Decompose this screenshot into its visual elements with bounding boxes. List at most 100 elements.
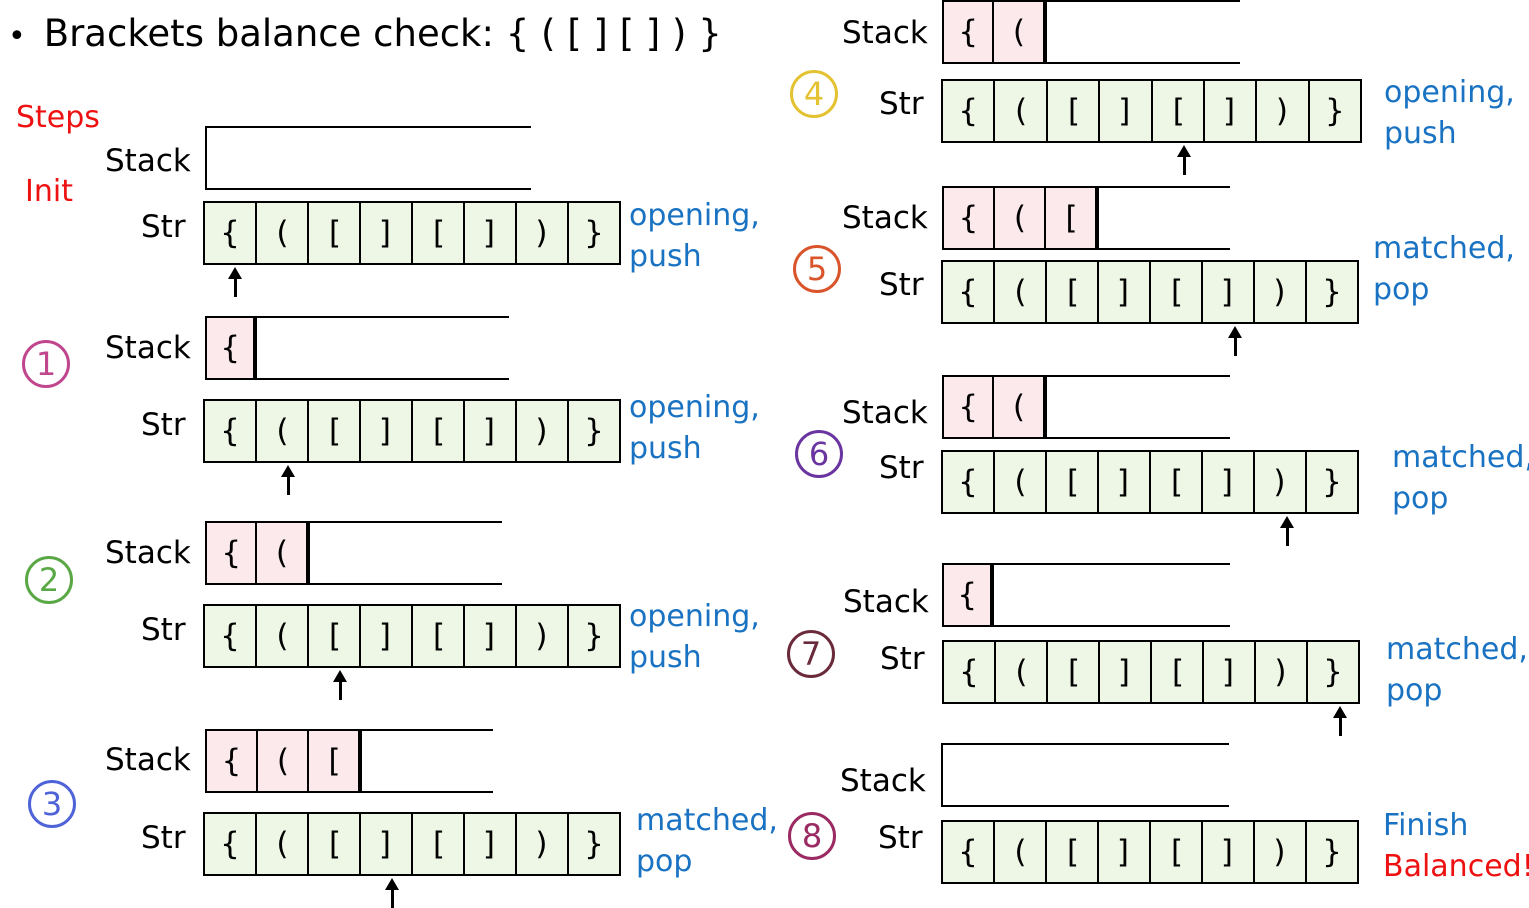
steps-label: Steps xyxy=(16,100,100,135)
string-cell: [ xyxy=(413,401,465,461)
string-cell: [ xyxy=(413,814,465,874)
step-marker: 6 xyxy=(795,430,843,478)
str-label: Str xyxy=(141,612,186,648)
string-array: {([][])} xyxy=(941,820,1359,884)
pointer-arrow xyxy=(385,878,400,908)
page-title: • Brackets balance check: { ( [ ] [ ] ) } xyxy=(8,12,722,55)
string-cell: } xyxy=(569,814,619,874)
stack-frame xyxy=(205,316,509,380)
string-cell: { xyxy=(205,203,257,263)
note-line: pop xyxy=(1386,673,1443,708)
stack-frame xyxy=(942,563,1230,627)
string-array: {([][])} xyxy=(203,812,621,876)
stack-frame xyxy=(942,186,1230,250)
stack-label: Stack xyxy=(842,15,928,51)
stack-cell: [ xyxy=(308,731,360,791)
string-cell: { xyxy=(205,814,257,874)
string-cell: [ xyxy=(309,606,361,666)
string-cell: ] xyxy=(1099,262,1151,322)
string-cell: [ xyxy=(1151,822,1203,882)
pointer-arrow xyxy=(1333,706,1348,736)
string-cell: ) xyxy=(517,401,569,461)
pointer-arrow xyxy=(228,267,243,297)
stack-frame xyxy=(205,126,531,190)
step-marker: 5 xyxy=(793,245,841,293)
str-label: Str xyxy=(879,86,924,122)
note-line: push xyxy=(629,431,702,466)
string-cell: ] xyxy=(1100,81,1153,141)
string-array: {([][])} xyxy=(941,79,1362,143)
string-cell: [ xyxy=(1047,452,1099,512)
step-marker: 7 xyxy=(787,630,835,678)
note-line: matched, xyxy=(1373,231,1515,266)
stack-cell: ( xyxy=(994,188,1046,248)
string-cell: [ xyxy=(1047,822,1099,882)
pointer-arrow xyxy=(332,670,347,700)
string-cell: { xyxy=(944,642,996,702)
string-cell: } xyxy=(569,401,619,461)
stack-frame xyxy=(941,743,1229,807)
string-cell: { xyxy=(205,401,257,461)
string-cell: [ xyxy=(413,203,465,263)
string-array: {([][])} xyxy=(203,399,621,463)
note-line: matched, xyxy=(1392,440,1529,475)
pointer-arrow xyxy=(1177,145,1192,175)
string-cell: ] xyxy=(1100,642,1152,702)
step-marker: 1 xyxy=(22,340,70,388)
string-array: {([][])} xyxy=(203,604,621,668)
string-cell: ( xyxy=(995,822,1047,882)
string-array: {([][])} xyxy=(941,260,1359,324)
init-label: Init xyxy=(25,174,73,209)
stack-cell: ( xyxy=(257,523,308,583)
pointer-arrow xyxy=(1279,516,1294,546)
string-cell: [ xyxy=(309,203,361,263)
stack-cell: ( xyxy=(257,731,309,791)
string-cell: [ xyxy=(1151,262,1203,322)
string-cell: { xyxy=(943,822,995,882)
string-cell: ] xyxy=(1203,262,1255,322)
stack-label: Stack xyxy=(842,395,928,431)
note-line: pop xyxy=(1392,481,1449,516)
string-cell: ] xyxy=(1203,452,1255,512)
string-cell: [ xyxy=(1047,81,1101,141)
note-line: push xyxy=(1384,116,1457,151)
title-bullet: • xyxy=(8,19,26,54)
string-array: {([][])} xyxy=(203,201,621,265)
string-cell: ( xyxy=(257,814,309,874)
note-line: push xyxy=(629,239,702,274)
stack-contents: {( xyxy=(205,523,310,583)
string-cell: { xyxy=(943,81,996,141)
string-cell: ) xyxy=(517,203,569,263)
string-cell: ] xyxy=(361,401,413,461)
step-marker: 4 xyxy=(790,70,838,118)
string-cell: ] xyxy=(1203,822,1255,882)
step-note: matched,pop xyxy=(1386,629,1528,711)
note-line: Finish xyxy=(1383,808,1469,843)
string-cell: ] xyxy=(465,401,517,461)
string-cell: ) xyxy=(517,606,569,666)
string-cell: { xyxy=(205,606,257,666)
string-cell: [ xyxy=(1048,642,1100,702)
step-marker: 3 xyxy=(28,780,76,828)
string-cell: } xyxy=(1307,452,1357,512)
title-text: Brackets balance check: { ( [ ] [ ] ) } xyxy=(43,12,722,55)
step-note: opening,push xyxy=(629,596,760,678)
stack-label: Stack xyxy=(843,584,929,620)
stack-cell: { xyxy=(944,188,995,248)
string-cell: [ xyxy=(1151,452,1203,512)
str-label: Str xyxy=(879,450,924,486)
step-note: opening,push xyxy=(629,387,760,469)
stack-frame xyxy=(942,375,1230,439)
string-cell: } xyxy=(569,203,619,263)
string-cell: ) xyxy=(517,814,569,874)
string-cell: [ xyxy=(309,401,361,461)
note-line: pop xyxy=(636,844,693,879)
stack-cell: [ xyxy=(1045,188,1097,248)
step-marker: 8 xyxy=(788,812,836,860)
stack-contents: { xyxy=(205,318,258,378)
string-cell: ( xyxy=(257,203,309,263)
str-label: Str xyxy=(141,209,186,245)
stack-cell: { xyxy=(207,318,256,378)
string-cell: ] xyxy=(465,814,517,874)
stack-contents: {([ xyxy=(942,188,1099,248)
